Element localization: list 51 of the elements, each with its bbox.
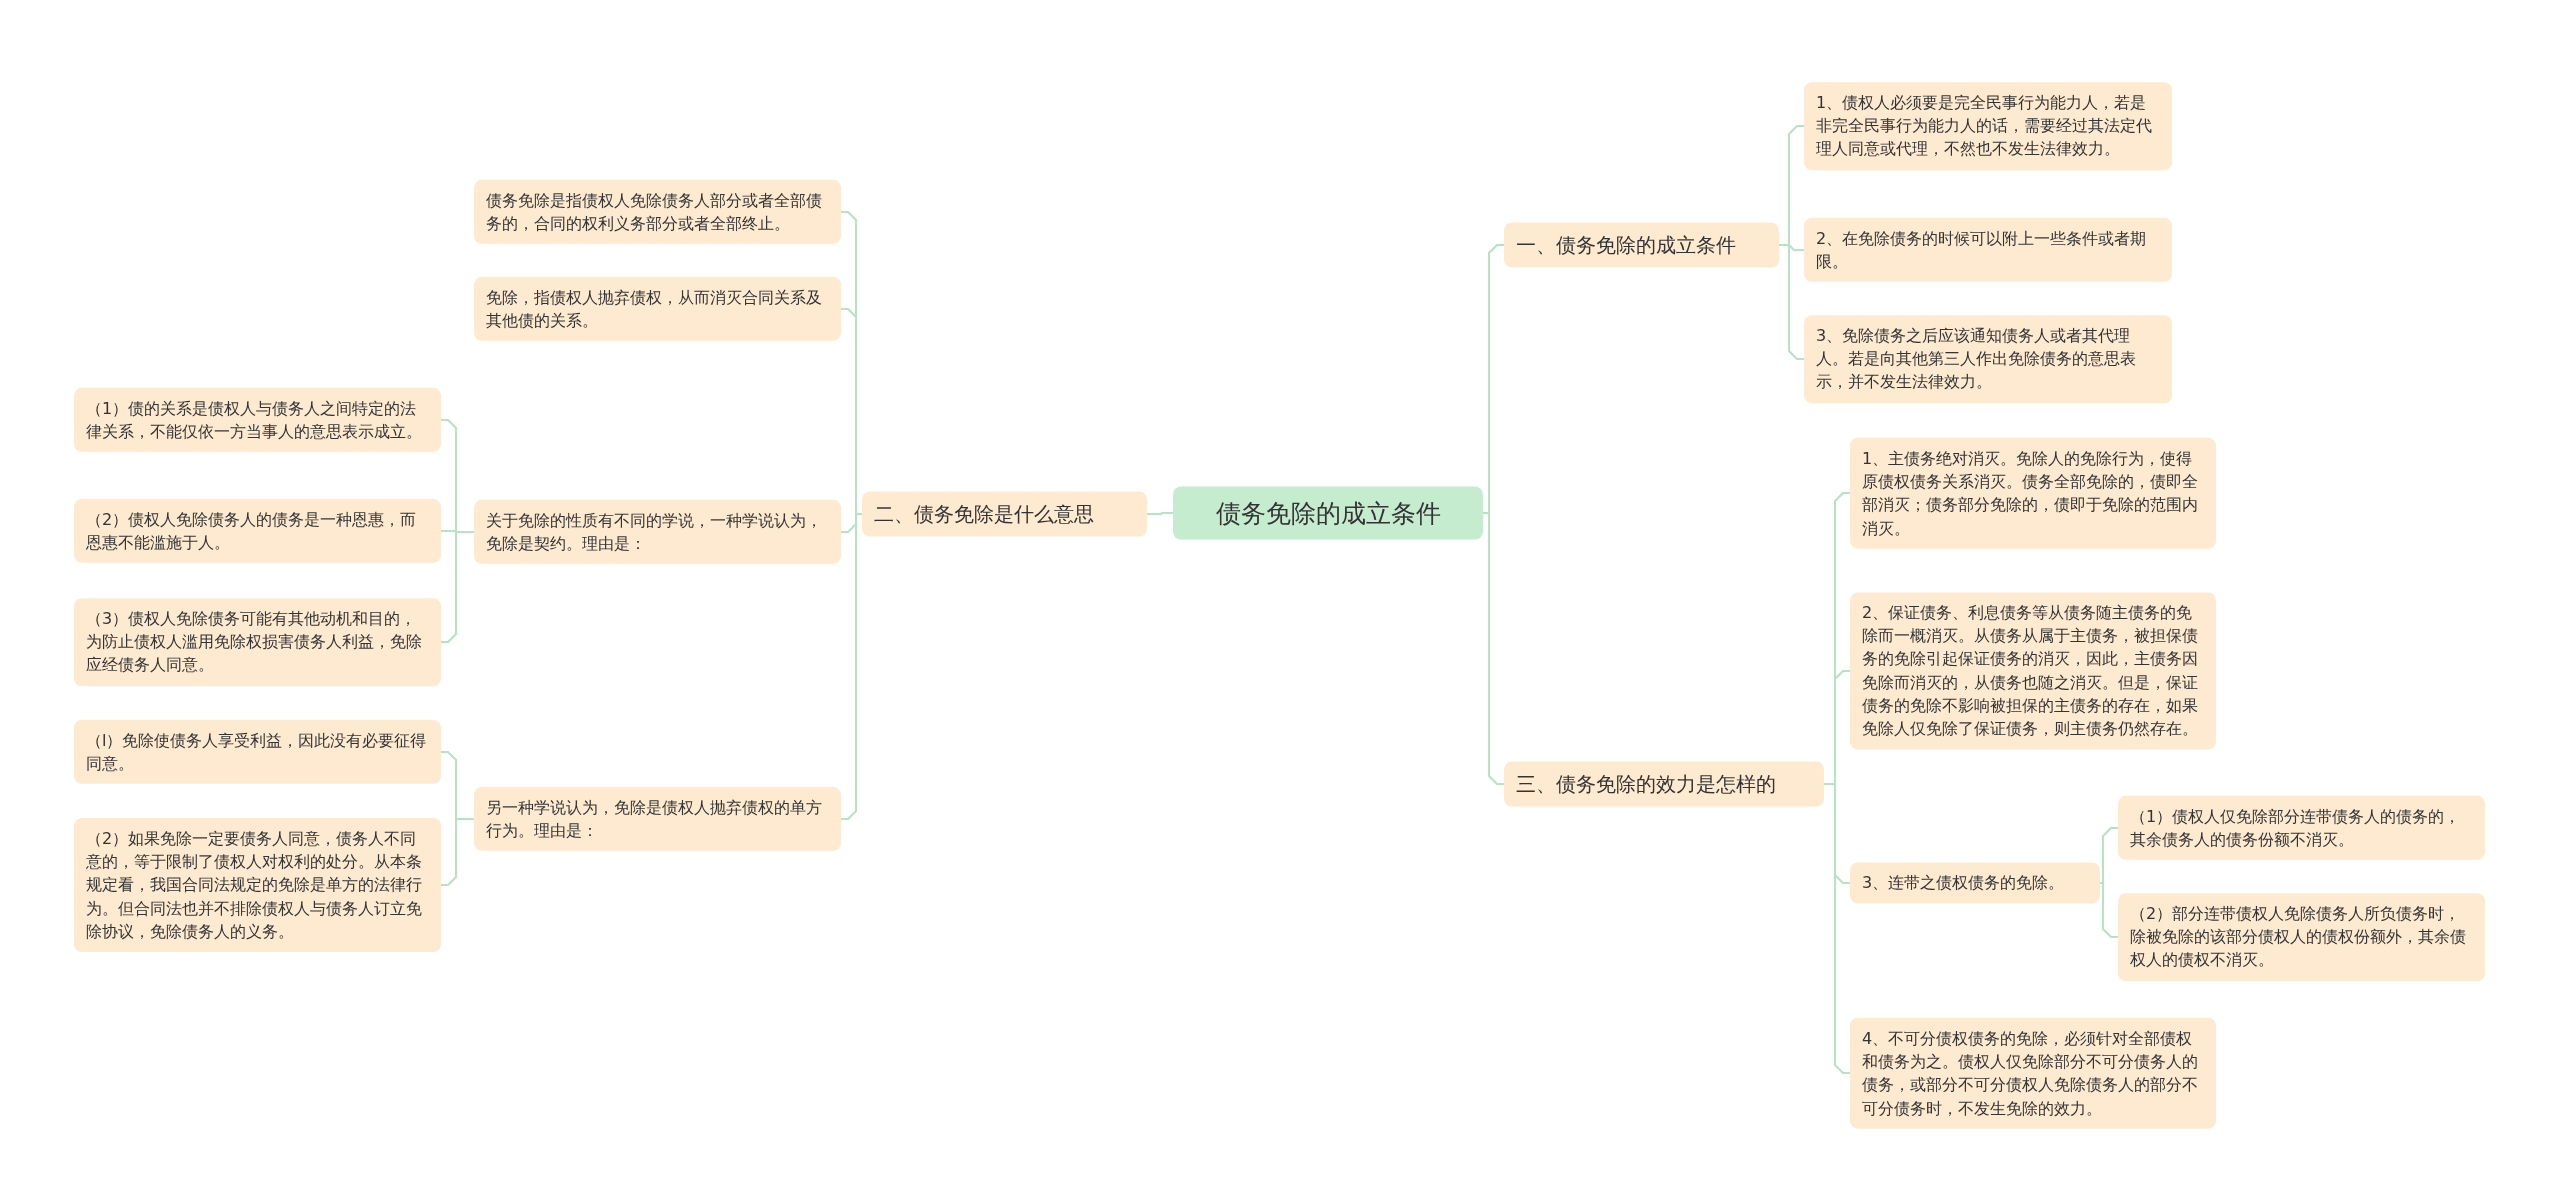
subtopic-box [1850,862,2100,904]
topic-text: （2）如果免除一定要债务人同意，债务人不同意的，等于限制了债权人对权利的处分。从本条规定看，我国合同法规定的免除是单方的法律行为。但合同法也并不排除债权人与债务人订立免除协议，免除债务人的义务。 [86,828,423,943]
connector-line [1146,512,1174,515]
subtopic-box [2118,795,2485,861]
branch-topic-box [1504,222,1779,268]
subtopic-box [474,499,841,565]
topic-text: 三、债务免除的效力是怎样的 [1516,770,1777,798]
topic-text: 另一种学说认为，免除是债权人抛弃债权的单方行为。理由是： [486,796,823,842]
topic-text: 2、在免除债务的时候可以附上一些条件或者期限。 [1816,227,2148,273]
topic-text: （3）债权人免除债务可能有其他动机和目的，为防止债权人滥用免除权损害债务人利益，免除应经债务人同意。 [86,608,423,677]
branch-topic-box [862,491,1147,537]
subtopic-box [1804,315,2172,403]
connector-line [440,531,475,643]
connector-line [1778,244,1805,360]
topic-text: 4、不可分债权债务的免除，必须针对全部债权和债务为之。债权人仅免除部分不可分债务人的债务，或部分不可分债权人免除债务人的部分不可分债务时，不发生免除的效力。 [1862,1027,2199,1120]
topic-text: 一、债务免除的成立条件 [1516,231,1737,259]
central-topic-box [1173,486,1483,540]
topic-text: （l）免除使债务人享受利益，因此没有必要征得同意。 [86,729,428,775]
subtopic-box [74,498,441,564]
subtopic-box [74,598,441,686]
subtopic-box [1850,437,2216,549]
subtopic-box [74,818,441,952]
topic-text: 1、债权人必须要是完全民事行为能力人，若是非完全民事行为能力人的话，需要经过其法定代理人同意或代理，不然也不发生法律效力。 [1816,92,2153,161]
topic-text: （2）部分连带债权人免除债务人所负债务时，除被免除的该部分债权人的债权份额外，其余债权人的债权不消灭。 [2130,903,2467,972]
topic-text: 2、保证债务、利息债务等从债务随主债务的免除而一概消灭。从债务从属于主债务，被担保债务的免除引起保证债务的消灭，因此，主债务因免除而消灭的，从债务也随之消灭。但是，保证债务的免除不影响被担保的主债务的存在，如果免除人仅免除了保证债务，则主债务仍然存在。 [1862,602,2199,741]
subtopic-box [1804,82,2172,170]
connector-line [840,513,863,820]
subtopic-box [1850,1017,2216,1129]
subtopic-box [74,719,441,785]
topic-text: 二、债务免除是什么意思 [874,500,1095,528]
subtopic-box [474,179,841,245]
topic-text: （1）债的关系是债权人与债务人之间特定的法律关系，不能仅依一方当事人的意思表示成立。 [86,397,423,443]
topic-text: 免除，指债权人抛弃债权，从而消灭合同关系及其他债的关系。 [486,286,823,332]
topic-text: （1）债权人仅免除部分连带债务人的债务的，其余债务人的债务份额不消灭。 [2130,805,2462,851]
subtopic-box [474,276,841,342]
topic-text: 债务免除是指债权人免除债务人部分或者全部债务的，合同的权利义务部分或者全部终止。 [486,189,823,235]
topic-text: 3、免除债务之后应该通知债务人或者其代理人。若是向其他第三人作出免除债务的意思表示，并不发生法律效力。 [1816,325,2137,394]
subtopic-box [2118,893,2485,981]
topic-text: 1、主债务绝对消灭。免除人的免除行为，使得原债权债务关系消灭。债务全部免除的，债即全部消灭；债务部分免除的，债即于免除的范围内消灭。 [1862,447,2199,540]
connector-line [1823,783,1851,1074]
topic-text: 3、连带之债权债务的免除。 [1862,872,2066,895]
connector-line [2099,827,2119,884]
subtopic-box [1850,592,2216,750]
topic-text: 关于免除的性质有不同的学说，一种学说认为，免除是契约。理由是： [486,509,823,555]
connector-line [440,818,475,886]
subtopic-box [74,387,441,453]
topic-text: （2）债权人免除债务人的债务是一种恩惠，而恩惠不能滥施于人。 [86,508,418,554]
branch-topic-box [1504,761,1824,807]
topic-text: 债务免除的成立条件 [1214,497,1442,530]
subtopic-box [474,786,841,852]
subtopic-box [1804,217,2172,283]
